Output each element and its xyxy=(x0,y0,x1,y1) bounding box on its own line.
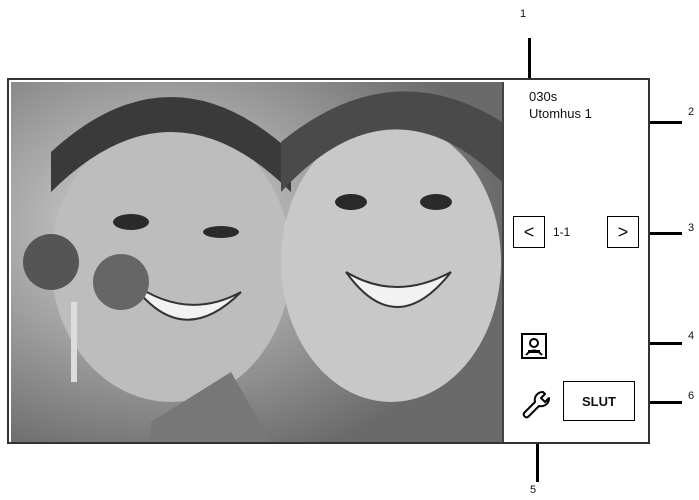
camera-view xyxy=(11,82,504,442)
callout-line-3 xyxy=(634,232,682,235)
camera-page-indicator: 1-1 xyxy=(553,225,571,239)
previous-camera-button[interactable]: < xyxy=(513,216,545,248)
contact-card-icon[interactable] xyxy=(521,333,547,359)
control-panel: 030s Utomhus 1 < 1-1 > SLUT xyxy=(505,80,648,442)
call-timer: 030s xyxy=(529,89,558,104)
camera-image xyxy=(11,82,502,442)
callout-number-2: 2 xyxy=(688,106,695,118)
callout-line-1 xyxy=(528,38,531,100)
callout-number-5: 5 xyxy=(530,484,537,496)
callout-number-3: 3 xyxy=(688,222,695,234)
callout-line-5 xyxy=(536,420,539,482)
callout-number-6: 6 xyxy=(688,390,695,402)
location-label: Utomhus 1 xyxy=(529,106,592,121)
callout-line-6 xyxy=(622,401,682,404)
contact-card-icon-graphic xyxy=(525,338,543,356)
intercom-screen: 030s Utomhus 1 < 1-1 > SLUT xyxy=(7,78,650,444)
wrench-icon[interactable] xyxy=(519,388,555,424)
callout-number-4: 4 xyxy=(688,330,695,342)
next-camera-button[interactable]: > xyxy=(607,216,639,248)
end-call-button[interactable]: SLUT xyxy=(563,381,635,421)
callout-number-1: 1 xyxy=(520,8,527,20)
